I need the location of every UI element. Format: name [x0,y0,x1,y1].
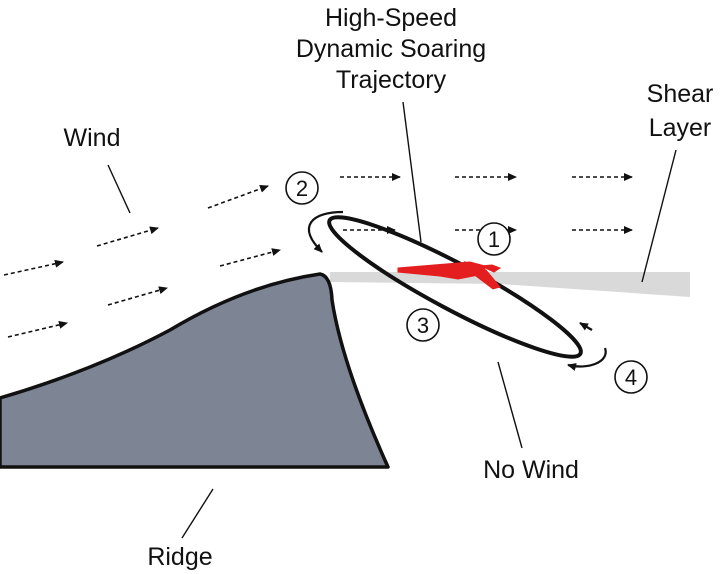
svg-text:2: 2 [296,176,308,201]
phase-marker-2: 2 [285,171,319,205]
svg-text:1: 1 [488,227,500,252]
turn-arrow-lower-right-head [579,322,593,331]
leader-ridge [181,488,214,539]
trajectory-title-line3: Trajectory [336,66,447,94]
trajectory-title-line2: Dynamic Soaring [296,35,486,63]
phase-marker-3: 3 [406,308,440,342]
ridge-shape [0,272,390,469]
svg-text:4: 4 [625,365,637,390]
trajectory-title-line1: High-Speed [325,4,457,32]
wind-arrow [3,259,64,276]
wind-arrow [219,248,281,267]
wind-arrow [7,320,68,338]
ridge-label: Ridge [147,543,212,571]
leader-shear [641,149,677,283]
leader-no-wind [497,361,523,449]
wind-arrow [207,184,269,209]
leader-lines [107,101,677,539]
turn-arrow-upper-left [308,210,344,253]
wind-arrow [96,226,159,247]
shear-layer-band [330,272,690,297]
svg-text:3: 3 [417,313,429,338]
leader-trajectory [402,101,422,243]
phase-marker-1: 1 [477,222,511,256]
no-wind-label: No Wind [483,456,579,484]
shear-layer-label-line2: Layer [649,114,712,142]
wind-label: Wind [64,124,121,152]
phase-marker-4: 4 [614,360,648,394]
turn-arrow-lower-right [567,347,607,371]
leader-wind [107,164,131,214]
shear-layer-label-line1: Shear [647,80,714,108]
wind-arrow [107,286,168,306]
glider-icon [397,260,502,290]
